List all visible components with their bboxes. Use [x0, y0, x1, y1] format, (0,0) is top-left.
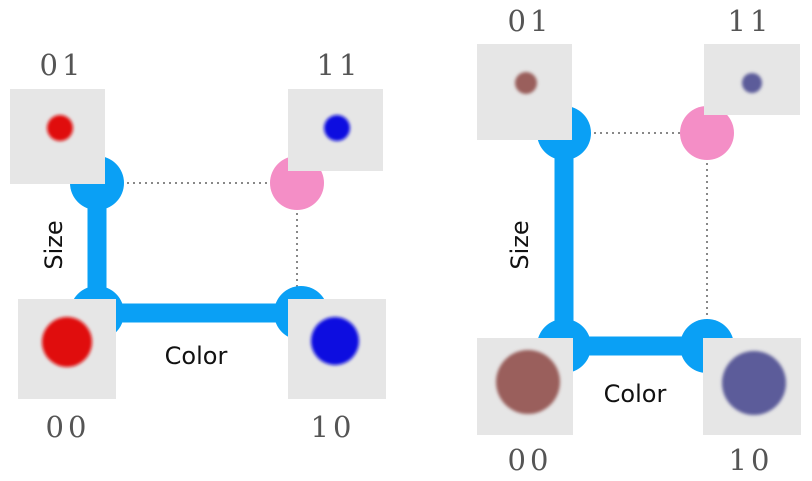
- corner-label-10: 10: [729, 443, 774, 477]
- corner-label-10: 10: [311, 410, 356, 444]
- sample-dot-10: [722, 351, 786, 415]
- sample-dot-01: [515, 72, 537, 94]
- sample-dot-10: [311, 317, 359, 365]
- sample-dot-11: [742, 73, 762, 93]
- sample-dot-00: [42, 317, 92, 367]
- size-axis-label: Size: [40, 220, 68, 269]
- sample-thumb-00: [18, 299, 116, 399]
- corner-label-01: 01: [40, 48, 85, 82]
- color-axis-label: Color: [165, 342, 228, 370]
- sample-thumb-00: [477, 338, 573, 435]
- corner-label-11: 11: [317, 48, 362, 82]
- panel-left: 01 11 00 10 Size Color: [10, 48, 386, 444]
- corner-dot-11: [680, 106, 734, 160]
- color-axis-label: Color: [604, 380, 667, 408]
- corner-label-01: 01: [508, 4, 553, 38]
- sample-dot-11: [324, 115, 350, 141]
- sample-thumb-11: [288, 89, 383, 171]
- size-axis-label: Size: [506, 220, 534, 269]
- sample-thumb-01: [10, 89, 105, 184]
- corner-label-00: 00: [46, 410, 91, 444]
- sample-thumb-01: [477, 44, 572, 140]
- panel-right: 01 11 00 10 Size Color: [477, 4, 801, 477]
- sample-thumb-10: [703, 338, 801, 435]
- sample-thumb-11: [704, 44, 800, 115]
- sample-thumb-10: [288, 299, 386, 399]
- sample-dot-00: [496, 350, 560, 414]
- corner-label-11: 11: [728, 4, 773, 38]
- corner-label-00: 00: [508, 443, 553, 477]
- sample-dot-01: [47, 115, 73, 141]
